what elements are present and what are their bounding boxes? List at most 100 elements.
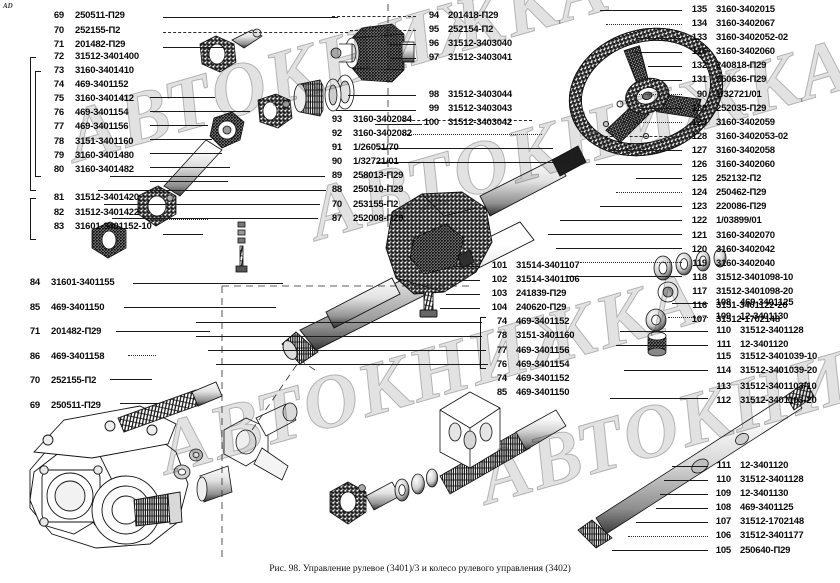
- leader-line: [348, 95, 416, 96]
- part-code: 201482-П29: [51, 326, 102, 337]
- part-code: 31512-3403041: [448, 52, 512, 64]
- part-code: 250640-П29: [740, 544, 791, 556]
- leader-line: [612, 150, 682, 151]
- leader-line: [98, 190, 326, 191]
- part-number: 85: [29, 301, 40, 313]
- part-number: 91: [331, 142, 342, 154]
- part-number: 80: [53, 163, 64, 175]
- leader-line: [336, 110, 416, 111]
- part-code: 469-3401150: [516, 386, 570, 398]
- part-code: 3160-3402060: [716, 159, 775, 171]
- part-code: 3160-3401410: [75, 65, 134, 77]
- part-code: 252155-П2: [75, 24, 121, 36]
- part-code: 201482-П29: [75, 39, 126, 50]
- part-code: 3160-3402040: [716, 257, 775, 269]
- part-number: 113: [716, 381, 731, 392]
- part-number: 70: [53, 24, 64, 36]
- part-code: 31512-3401039-20: [740, 365, 818, 377]
- leader-line: [616, 192, 682, 193]
- part-number: 99: [428, 103, 439, 115]
- leader-line: [375, 124, 422, 125]
- part-code: 31512-3403044: [448, 89, 512, 100]
- part-code: 31512-3401039-10: [740, 351, 818, 362]
- leader-line: [616, 345, 708, 346]
- part-code: 250462-П29: [716, 187, 767, 199]
- part-code: 252154-П2: [448, 24, 494, 36]
- leader-line: [150, 219, 208, 220]
- part-code: 1/32721/01: [716, 88, 762, 100]
- part-code: 469-3401154: [516, 358, 570, 370]
- part-number: 107: [691, 314, 707, 326]
- part-code: 31512-3401098-10: [716, 271, 794, 283]
- part-code: 3160-3402052-02: [716, 32, 789, 44]
- part-code: 3160-3402015: [716, 4, 775, 15]
- part-code: 252035-П29: [716, 102, 767, 114]
- part-number: 107: [715, 516, 731, 528]
- part-number: 90: [331, 156, 342, 168]
- leader-line: [636, 38, 682, 39]
- part-number: 110: [716, 474, 731, 486]
- leader-line: [672, 466, 708, 467]
- part-code: 3160-3401482: [75, 163, 134, 175]
- leader-line: [620, 122, 682, 123]
- part-number: 93: [331, 114, 342, 125]
- part-number: 98: [428, 89, 439, 100]
- part-code: 3160-3402070: [716, 229, 775, 241]
- part-row: 114 31512-3401039-20: [709, 366, 817, 376]
- part-row: 133 3160-3402052-02: [683, 33, 793, 43]
- part-number: 114: [716, 365, 731, 377]
- part-number: 74: [496, 372, 507, 384]
- part-code: 3151-3401160: [516, 330, 575, 342]
- part-number: 89: [331, 170, 342, 182]
- leader-line: [150, 167, 230, 168]
- part-number: 115: [716, 351, 731, 362]
- leader-line: [566, 276, 682, 277]
- technical-illustration: [29, 4, 815, 560]
- part-code: 31512-3401420: [75, 192, 139, 203]
- part-number: 127: [691, 144, 707, 156]
- part-code: 3151-3401122-20: [716, 299, 788, 311]
- leader-line: [668, 317, 708, 318]
- part-number: 70: [331, 198, 342, 210]
- part-code: 3160-3402084: [353, 114, 412, 125]
- part-code: 250511-П29: [51, 399, 101, 411]
- part-number: 94: [428, 10, 439, 21]
- leader-line: [652, 80, 682, 81]
- part-number: 133: [691, 32, 707, 44]
- part-code: 3160-3402082: [353, 128, 412, 140]
- part-code: 3160-3402042: [716, 243, 775, 255]
- part-number: 97: [428, 52, 439, 64]
- leader-line: [128, 355, 156, 356]
- part-number: 124: [691, 187, 707, 199]
